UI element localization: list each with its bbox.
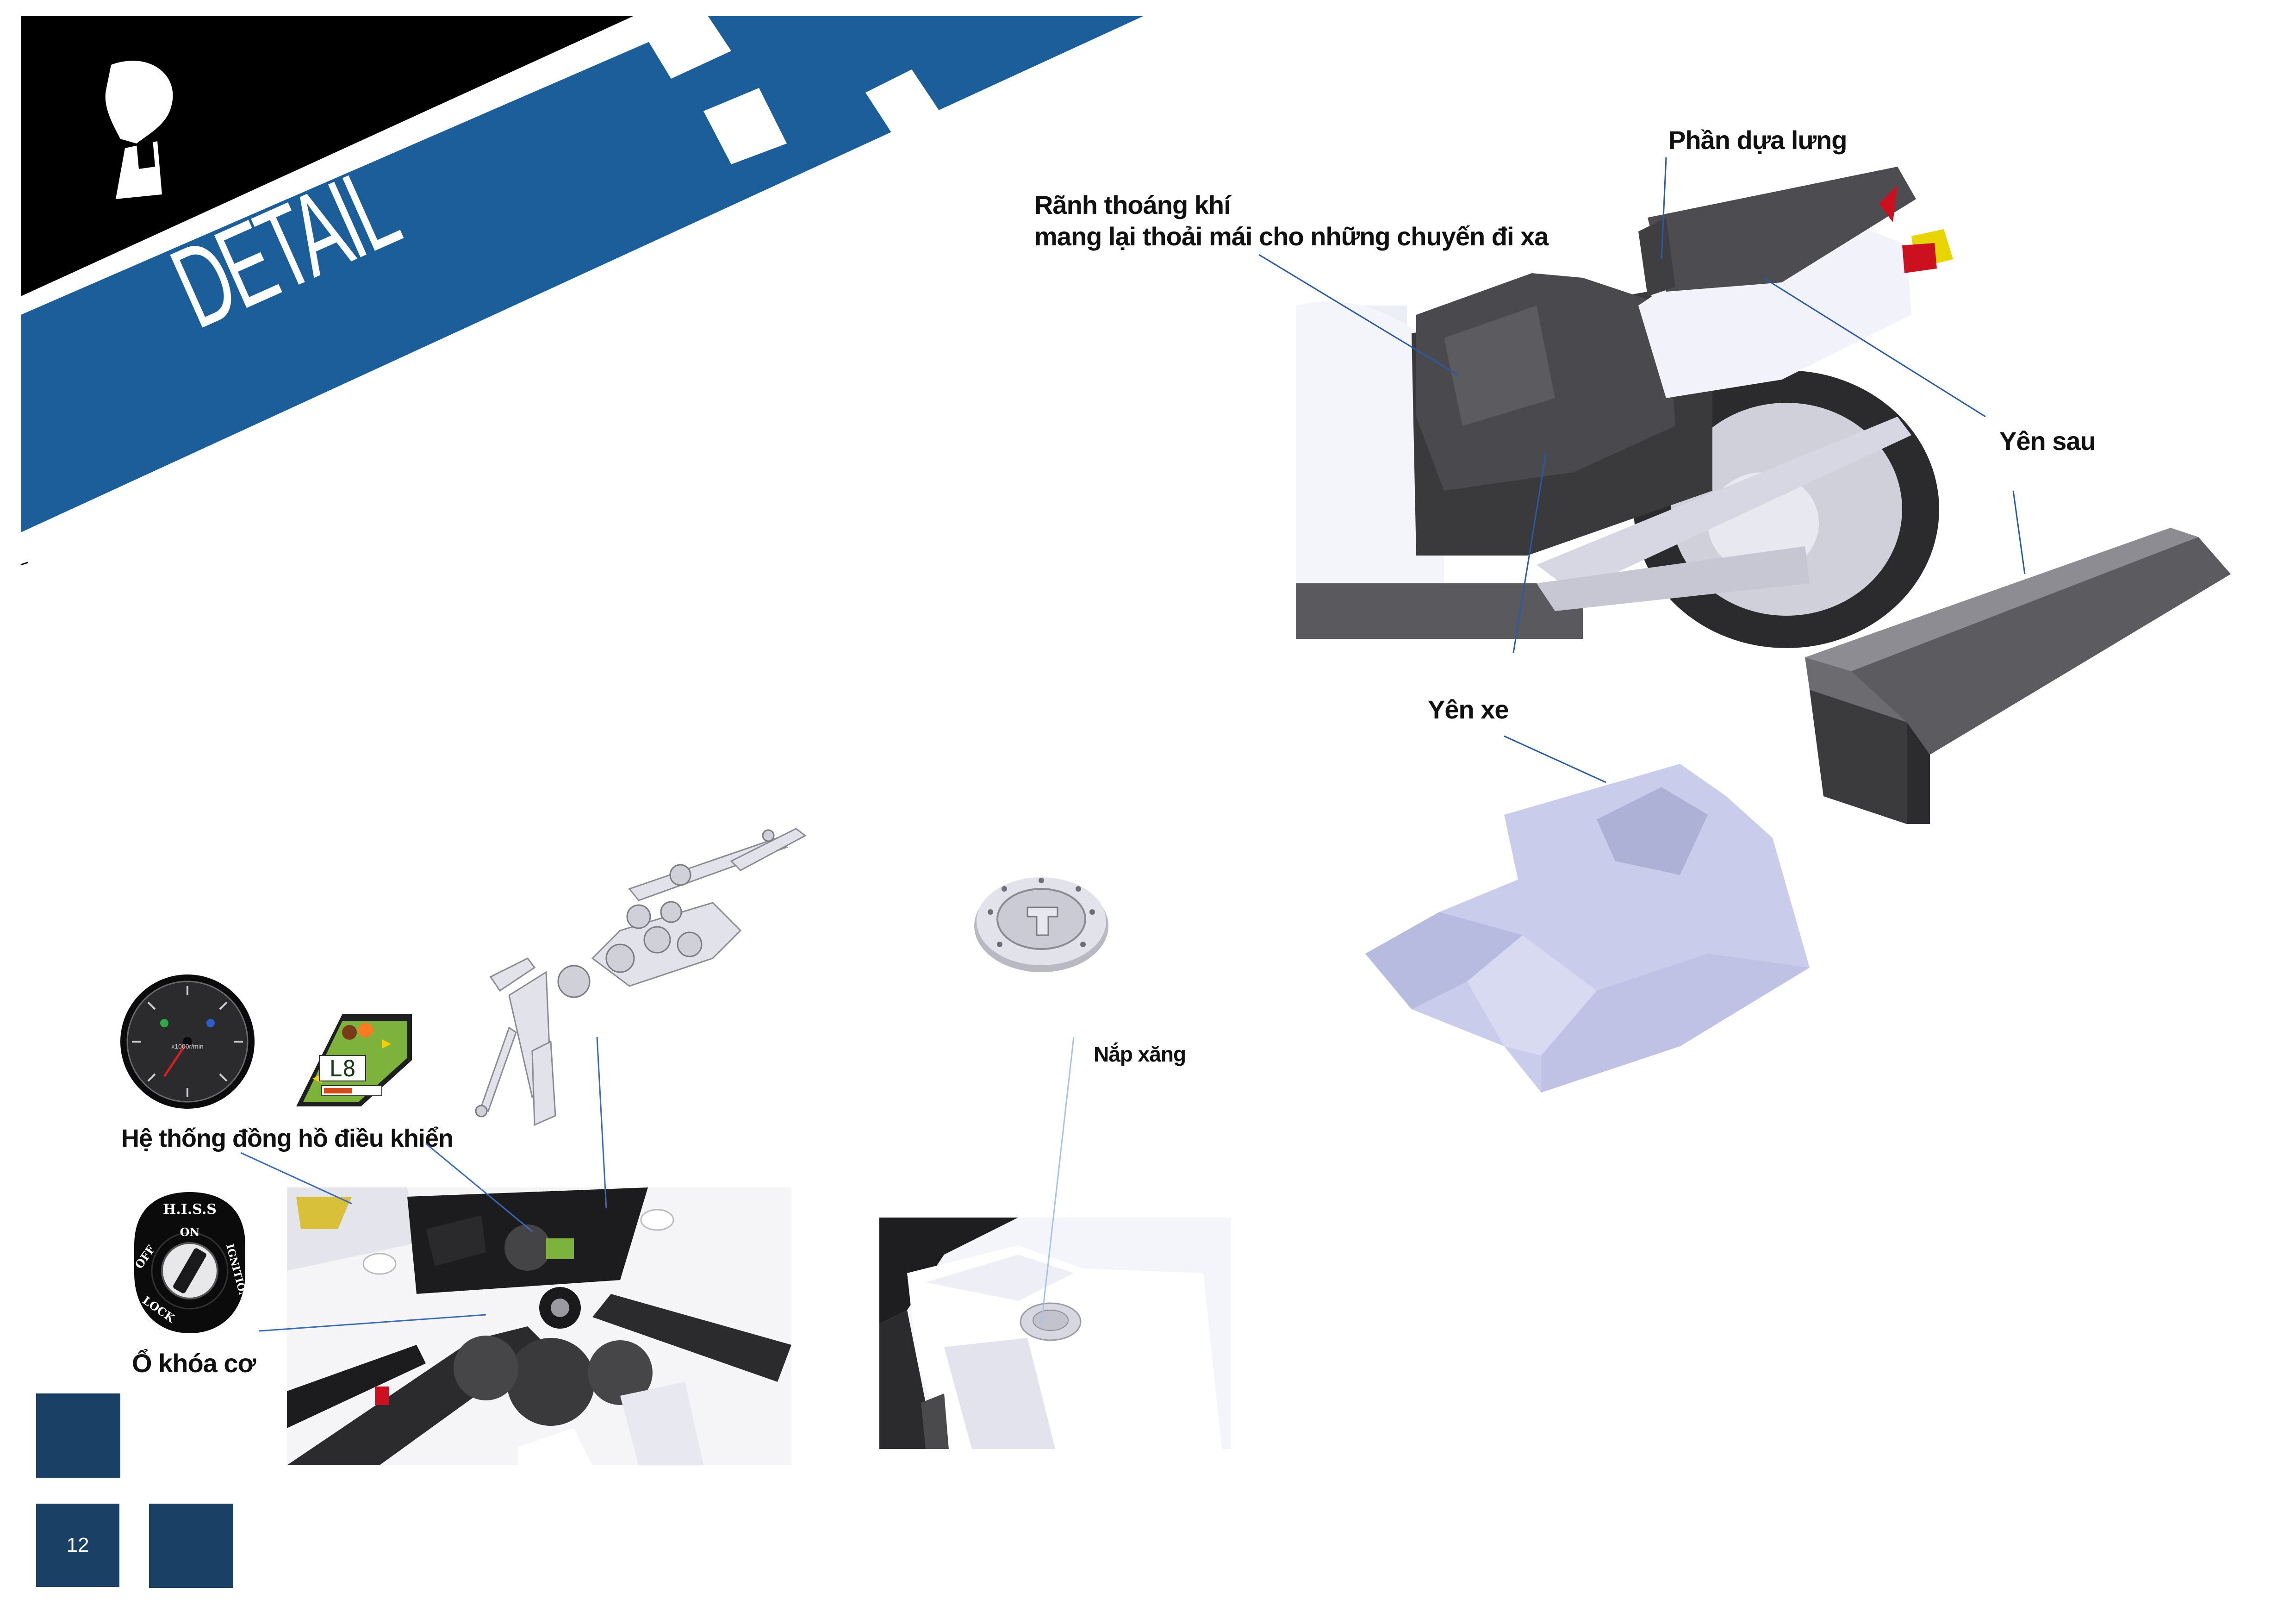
cockpit-render	[287, 1187, 791, 1465]
label-main-seat: Yên xe	[1428, 695, 1509, 724]
fuel-cap-part	[974, 877, 1108, 972]
label-vent-line1: Rãnh thoáng khí	[1034, 190, 1231, 219]
fuel-tank-render	[879, 1218, 1231, 1449]
label-ignition: Ổ khóa cơ	[132, 1349, 256, 1378]
handlebar-exploded	[475, 828, 807, 1126]
tachometer-gauge: x1000r/min	[120, 974, 255, 1109]
ignition-switch: H.I.S.S ON OFF IGNITION LOCK	[132, 1192, 250, 1333]
footer-square-top	[36, 1393, 120, 1478]
label-rear-seat: Yên sau	[1999, 426, 2096, 456]
lcd-code: L8	[329, 1056, 356, 1082]
main-seat-part	[1365, 764, 1810, 1093]
label-fuel-cap: Nắp xăng	[1094, 1042, 1186, 1066]
label-dashboard: Hệ thống đồng hồ điều khiển	[121, 1124, 454, 1152]
label-backrest: Phần dựa lưng	[1668, 125, 1847, 155]
brand-logo	[105, 61, 173, 199]
ignition-on-text: ON	[180, 1225, 200, 1239]
label-vent-line2: mang lại thoải mái cho những chuyến đi x…	[1034, 222, 1549, 251]
rear-seat-part	[1805, 528, 2231, 824]
rear-seat-render	[1296, 167, 1953, 648]
ignition-hiss-text: H.I.S.S	[163, 1201, 217, 1218]
footer-square-right	[149, 1504, 233, 1588]
page-number: 12	[36, 1504, 119, 1587]
gauge-scale-text: x1000r/min	[171, 1043, 203, 1050]
lcd-panel: L8	[296, 1014, 412, 1106]
